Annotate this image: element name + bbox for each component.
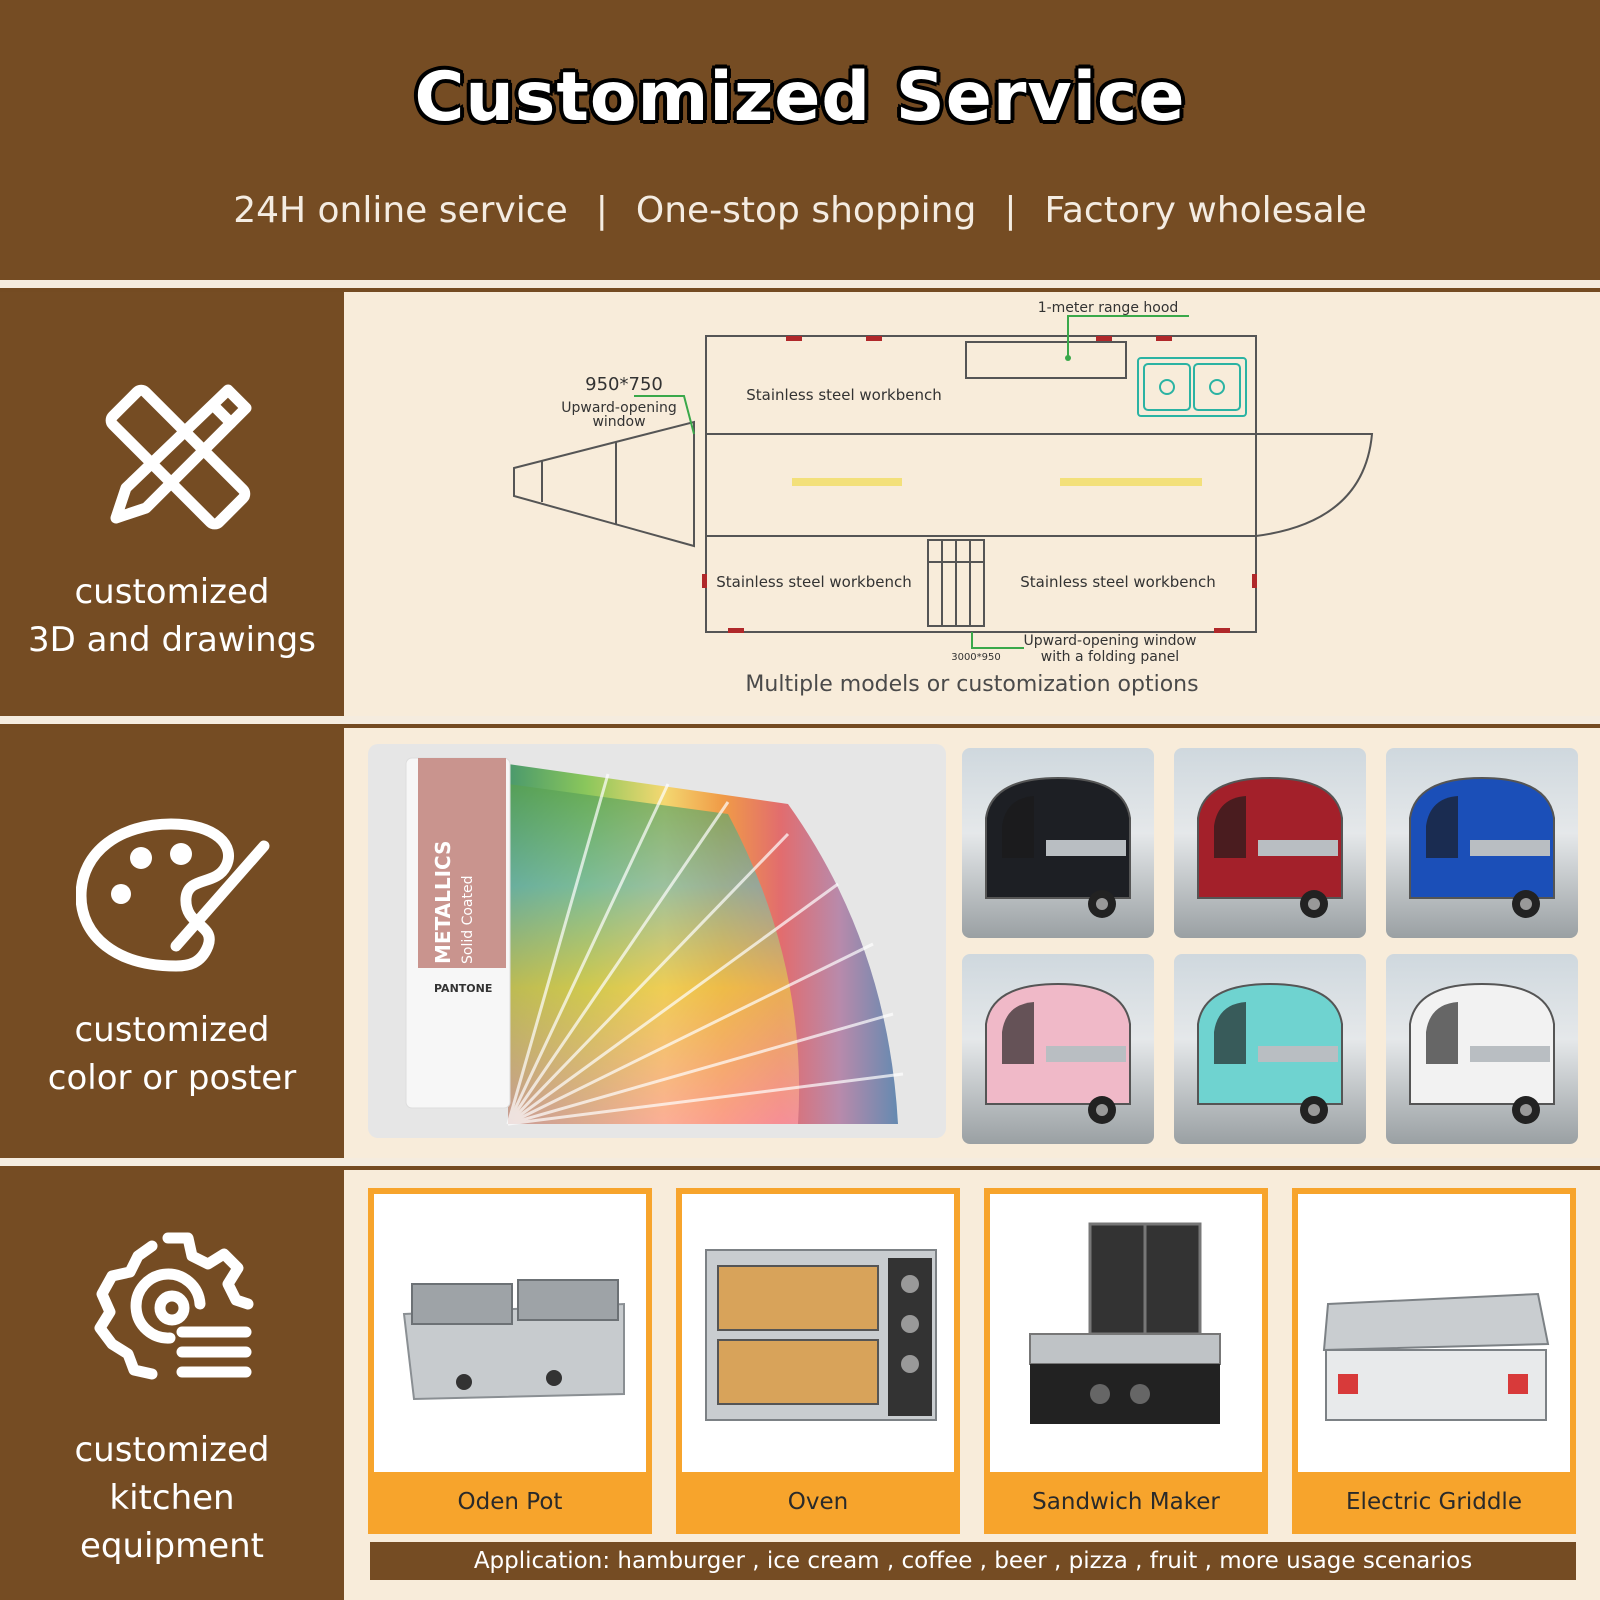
oven-image: [682, 1194, 954, 1472]
swatch-brand: PANTONE: [434, 982, 492, 995]
label-line: kitchen: [109, 1478, 235, 1518]
food-truck-graphic: [985, 776, 1131, 918]
label-line: 3D and drawings: [28, 620, 316, 660]
swatch-fan-graphic: METALLICS Solid Coated PANTONE: [405, 757, 904, 1126]
subtitle-separator: |: [595, 190, 608, 231]
window-label-1: Upward-opening: [561, 400, 676, 416]
label-line: customized: [74, 572, 270, 612]
label-line: color or poster: [47, 1058, 297, 1098]
page-title: Customized Service: [414, 58, 1186, 137]
bench-bottom-right-label: Stainless steel workbench: [1020, 573, 1215, 591]
truck-photo-pink: [962, 954, 1154, 1144]
row-drawings-label: customized 3D and drawings: [0, 568, 344, 664]
color-panel: METALLICS Solid Coated PANTONE: [344, 728, 1600, 1158]
row-equipment-side: customized kitchen equipment: [0, 1170, 344, 1600]
food-truck-graphic: [985, 982, 1131, 1124]
subtitle: 24H online service | One-stop shopping | Fac…: [0, 190, 1600, 231]
gear-settings-icon: [90, 1226, 256, 1396]
folding-size-label: 3000*950: [951, 652, 1001, 663]
hood-label: 1-meter range hood: [1038, 300, 1179, 316]
equipment-label: Oven: [787, 1489, 849, 1515]
bench-top-label: Stainless steel workbench: [746, 386, 941, 404]
subtitle-item-online: 24H online service: [233, 190, 568, 231]
equipment-card-electric-griddle: Electric Griddle: [1292, 1188, 1576, 1534]
row-equipment: customized kitchen equipment Oden Pot: [0, 1170, 1600, 1600]
truck-photo-black: [962, 748, 1154, 938]
row-equipment-label: customized kitchen equipment: [0, 1426, 344, 1570]
folding-window-label-2: with a folding panel: [1041, 649, 1179, 665]
truck-photo-teal: [1174, 954, 1366, 1144]
label-line: equipment: [80, 1526, 264, 1566]
window-label-2: window: [592, 414, 645, 430]
palette-brush-icon: [75, 816, 272, 980]
divider: [0, 716, 1600, 724]
pantone-swatch-fan: METALLICS Solid Coated PANTONE: [368, 744, 946, 1138]
swatch-subtitle: Solid Coated: [460, 876, 476, 964]
subtitle-separator: |: [1004, 190, 1017, 231]
application-banner: Application: hamburger , ice cream , cof…: [370, 1542, 1576, 1580]
folding-window-label-1: Upward-opening window: [1023, 633, 1196, 649]
floor-plan-panel: 1-meter range hood 950*750 Upward-openin…: [344, 292, 1600, 716]
electric-griddle-image: [1298, 1194, 1570, 1472]
drawing-caption: Multiple models or customization options: [745, 672, 1199, 697]
equipment-label: Oden Pot: [457, 1489, 563, 1515]
sandwich-maker-image: [990, 1194, 1262, 1472]
food-truck-graphic: [1197, 776, 1343, 918]
equipment-card-oven: Oven: [676, 1188, 960, 1534]
bench-bottom-left-label: Stainless steel workbench: [716, 573, 911, 591]
label-line: customized: [74, 1430, 270, 1470]
ruler-pencil-icon: [88, 370, 258, 544]
row-colors-side: customized color or poster: [0, 728, 344, 1158]
truck-photo-blue: [1386, 748, 1578, 938]
subtitle-item-shopping: One-stop shopping: [635, 190, 977, 231]
row-drawings: customized 3D and drawings: [0, 292, 1600, 716]
equipment-card-oden-pot: Oden Pot: [368, 1188, 652, 1534]
food-truck-graphic: [1197, 982, 1343, 1124]
window-size-label: 950*750: [585, 374, 663, 395]
equipment-label: Sandwich Maker: [1032, 1489, 1220, 1515]
label-line: customized: [74, 1010, 270, 1050]
oden-pot-image: [374, 1194, 646, 1472]
divider: [0, 1158, 1600, 1166]
row-colors-label: customized color or poster: [0, 1006, 344, 1102]
truck-color-grid: [962, 748, 1582, 1144]
subtitle-item-wholesale: Factory wholesale: [1044, 190, 1367, 231]
food-truck-graphic: [1409, 776, 1555, 918]
truck-photo-red: [1174, 748, 1366, 938]
header: Customized Service 24H online service | On…: [0, 0, 1600, 280]
food-truck-graphic: [1409, 982, 1555, 1124]
food-trailer-floor-plan: 1-meter range hood 950*750 Upward-openin…: [513, 300, 1374, 665]
equipment-label: Electric Griddle: [1346, 1489, 1522, 1515]
swatch-title: METALLICS: [431, 840, 455, 964]
equipment-card-sandwich-maker: Sandwich Maker: [984, 1188, 1268, 1534]
divider: [0, 280, 1600, 288]
row-drawings-side: customized 3D and drawings: [0, 292, 344, 716]
row-colors: customized color or poster: [0, 728, 1600, 1158]
equipment-panel: Oden Pot Oven: [344, 1170, 1600, 1600]
truck-photo-white: [1386, 954, 1578, 1144]
